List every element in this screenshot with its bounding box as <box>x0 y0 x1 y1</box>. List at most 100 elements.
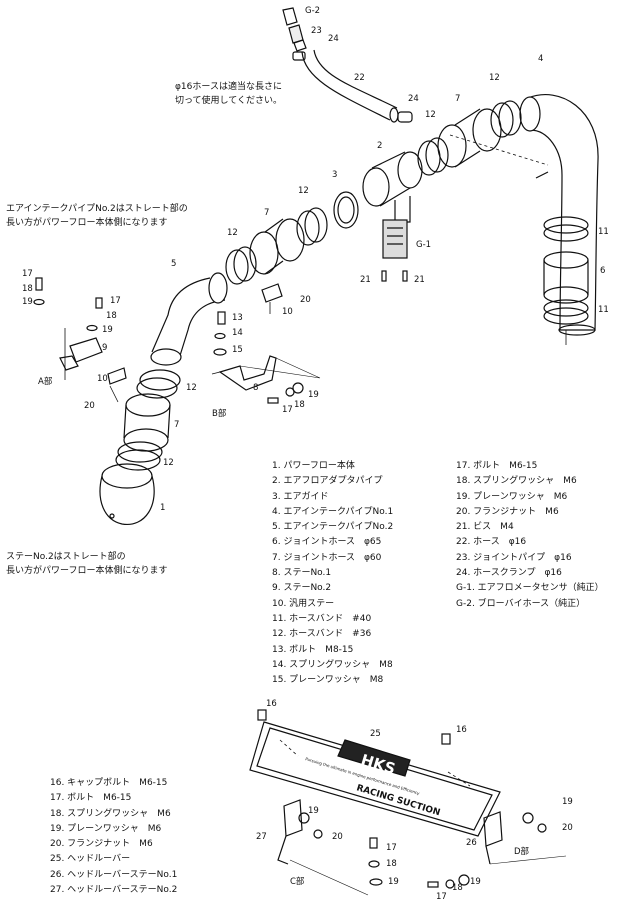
callout-13: 13 <box>232 313 243 323</box>
parts-list-item: 9. ステーNo.2 <box>272 583 332 594</box>
callout-17a: 17 <box>22 269 33 279</box>
parts-list-item: 15. プレーンワッシャ M8 <box>272 675 384 686</box>
power-flow-body-1 <box>99 463 155 525</box>
joint-pipe-23 <box>288 24 307 52</box>
parts-list-item: 20. フランジナット M6 <box>50 839 153 850</box>
hose-note-line1: φ16ホースは適当な長さに <box>175 82 282 92</box>
callout-b19a: 19 <box>308 806 319 816</box>
callout-b16b: 16 <box>456 725 467 735</box>
callout-b18a: 18 <box>386 859 397 869</box>
callout-21b: 21 <box>414 275 425 285</box>
parts-list-item: G-1. エアフロメータセンサ（純正） <box>456 583 604 594</box>
callout-24: 24 <box>328 34 339 44</box>
joint-hose-7-lower <box>123 393 171 452</box>
callout-b20a: 20 <box>332 832 343 842</box>
bolt-17-center <box>267 397 279 404</box>
parts-list-item: 19. プレーンワッシャ M6 <box>50 823 162 834</box>
callout-17b: 17 <box>110 296 121 306</box>
airflow-sensor-g1 <box>382 219 408 259</box>
parts-list-item: 23. ジョイントパイプ φ16 <box>456 552 572 563</box>
callout-1: 1 <box>160 503 166 513</box>
pipe-note-line2: 長い方がパワーフロー本体側になります <box>6 218 168 228</box>
parts-list-item: 21. ビス M4 <box>456 522 514 533</box>
callout-partD: D部 <box>514 847 530 857</box>
bolt-17-left <box>35 277 103 309</box>
callout-19b: 19 <box>102 325 113 335</box>
parts-list-item: 8. ステーNo.1 <box>272 568 332 579</box>
washer-19-left <box>33 298 98 332</box>
callout-b19b: 19 <box>388 877 399 887</box>
parts-list-item: 17. ボルト M6-15 <box>50 793 132 804</box>
parts-list-item: 17. ボルト M6-15 <box>456 461 538 471</box>
callout-b19d: 19 <box>470 877 481 887</box>
callout-b16a: 16 <box>266 699 277 709</box>
parts-list-item: 12. ホースバンド #36 <box>272 629 372 640</box>
callout-15: 15 <box>232 345 243 355</box>
callout-12e: 12 <box>186 383 197 393</box>
callout-2: 2 <box>377 141 383 151</box>
head-louver-25 <box>249 721 501 837</box>
parts-list-item: 5. エアインテークパイプNo.2 <box>272 522 394 533</box>
fasteners-bottom <box>289 812 567 896</box>
callout-10a: 10 <box>97 374 108 384</box>
joint-hose-6 <box>543 251 589 304</box>
callout-19a: 19 <box>22 297 33 307</box>
hose-clamp-24 <box>292 51 413 123</box>
callout-12b: 12 <box>489 73 500 83</box>
callout-7b: 7 <box>264 208 270 218</box>
airflow-adapter-pipe-2 <box>362 151 423 223</box>
parts-list-item: 7. ジョイントホース φ60 <box>272 552 382 563</box>
callout-7c: 7 <box>174 420 180 430</box>
callout-g1: G-1 <box>416 240 432 250</box>
callout-24b: 24 <box>408 94 419 104</box>
parts-list-item: 13. ボルト M8-15 <box>272 644 354 655</box>
screw-21 <box>381 270 408 282</box>
parts-list-item: 18. スプリングワッシャ M6 <box>456 476 577 487</box>
hose-note-line2: 切って使用してください。 <box>175 96 283 106</box>
stay-note-line1: ステーNo.2はストレート部の <box>6 552 126 562</box>
stay-no2-9 <box>59 328 103 380</box>
parts-list-item: 26. ヘッドルーバーステーNo.1 <box>50 869 178 880</box>
parts-list-item: G-2. ブローバイホース（純正） <box>456 598 586 609</box>
general-stay-10-center <box>261 283 283 314</box>
hose-band-12-lower <box>136 369 181 399</box>
callout-6: 6 <box>600 266 606 276</box>
hose-22 <box>301 49 399 123</box>
callout-b17a: 17 <box>386 843 397 853</box>
parts-list-item: 2. エアフロアダプタパイプ <box>272 476 383 487</box>
hose-band-12-center <box>296 207 328 246</box>
parts-list-item: 16. キャップボルト M6-15 <box>50 778 168 788</box>
parts-list-item: 18. スプリングワッシャ M6 <box>50 808 171 819</box>
callout-b18b: 18 <box>452 883 463 893</box>
callout-19c: 19 <box>308 390 319 400</box>
hose-band-11-lower <box>543 299 589 325</box>
callout-5: 5 <box>171 259 177 269</box>
intake-pipe-no2 <box>150 272 228 366</box>
callout-18b: 18 <box>106 311 117 321</box>
callout-20a: 20 <box>84 401 95 411</box>
hose-band-11-upper <box>543 216 589 242</box>
callout-7a: 7 <box>455 94 461 104</box>
callout-b19c: 19 <box>562 797 573 807</box>
parts-list-item: 14. スプリングワッシャ M8 <box>272 659 393 670</box>
parts-list-louver: 16. キャップボルト M6-15 17. ボルト M6-15 18. スプリングワ… <box>50 776 177 898</box>
callout-b20b: 20 <box>562 823 573 833</box>
callout-4: 4 <box>538 54 544 64</box>
joint-hose-7-upper <box>437 108 502 168</box>
callout-12a: 12 <box>425 110 436 120</box>
parts-list-item: 22. ホース φ16 <box>456 537 527 548</box>
cap-bolt-16 <box>257 709 451 745</box>
callout-12c: 12 <box>298 186 309 196</box>
callout-partB: B部 <box>212 409 227 419</box>
hose-band-12-bottom <box>115 441 163 471</box>
callout-11a: 11 <box>598 227 609 237</box>
callout-11b: 11 <box>598 305 609 315</box>
callout-12f: 12 <box>163 458 174 468</box>
callout-20b: 20 <box>300 295 311 305</box>
callout-8: 8 <box>253 383 259 393</box>
parts-list-item: 3. エアガイド <box>272 491 329 502</box>
callout-partA: A部 <box>38 377 53 387</box>
stay-note-line2: 長い方がパワーフロー本体側になります <box>6 566 168 576</box>
callout-3: 3 <box>332 170 338 180</box>
